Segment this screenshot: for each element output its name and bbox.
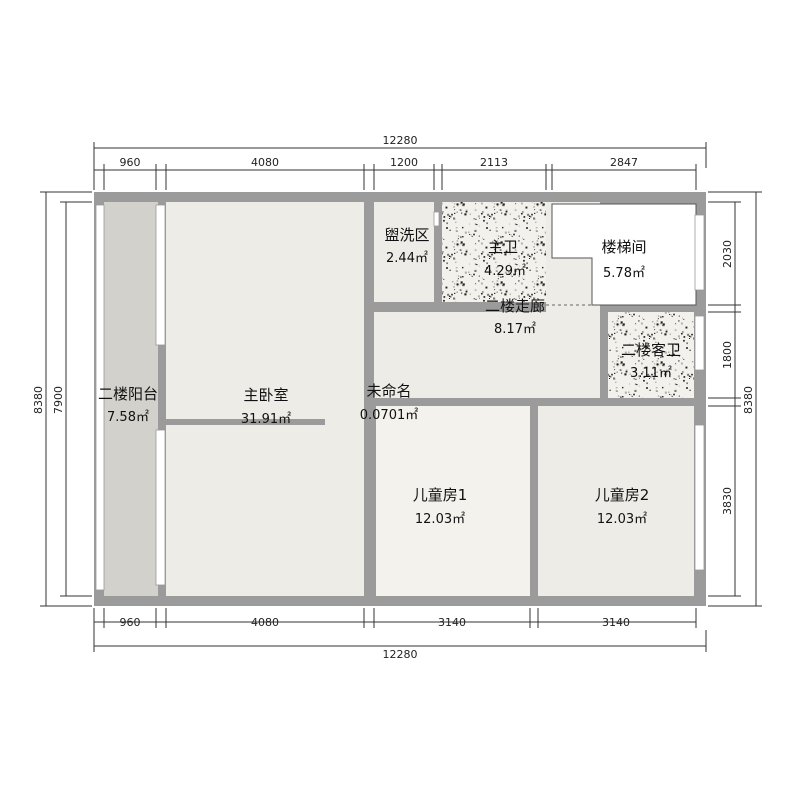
room-area: 2.44㎡: [386, 251, 428, 266]
dim-top-total: 12280: [383, 134, 418, 147]
room-corridor[interactable]: [374, 312, 600, 398]
dimension-lines: [40, 142, 762, 652]
room-name: 二楼客卫: [621, 341, 681, 359]
room-name: 主卧室: [243, 386, 288, 404]
dim-bottom-3: 3140: [438, 616, 466, 629]
room-guest-bath[interactable]: [608, 312, 694, 398]
dim-bottom-1: 960: [120, 616, 141, 629]
room-area: 12.03㎡: [597, 512, 647, 527]
dim-top-4: 2113: [480, 156, 508, 169]
room-area: 12.03㎡: [415, 512, 465, 527]
dim-right-outer: 8380: [742, 386, 755, 414]
dim-top-5: 2847: [610, 156, 638, 169]
window-right-2: [694, 315, 705, 371]
room-area: 3.11㎡: [630, 366, 672, 381]
room-balcony[interactable]: [104, 202, 158, 596]
room-name: 未命名: [366, 382, 411, 400]
room-area: 4.29㎡: [484, 264, 526, 279]
window-balcony-top: [155, 204, 166, 346]
room-area: 31.91㎡: [241, 412, 291, 427]
room-name: 盥洗区: [384, 226, 429, 244]
room-name: 二楼阳台: [98, 385, 158, 403]
room-area: 7.58㎡: [107, 410, 149, 425]
window-right-1: [694, 214, 705, 291]
dim-top-3: 1200: [390, 156, 418, 169]
room-master-bath[interactable]: [442, 202, 546, 302]
room-name: 二楼走廊: [485, 297, 545, 315]
dim-top-2: 4080: [251, 156, 279, 169]
room-name: 儿童房1: [413, 486, 468, 504]
dim-right-3: 3830: [721, 487, 734, 515]
room-washing-area[interactable]: [374, 202, 434, 302]
dim-bottom-2: 4080: [251, 616, 279, 629]
door-washing: [433, 211, 440, 227]
room-name: 儿童房2: [595, 486, 650, 504]
room-name: 主卫: [488, 238, 518, 256]
room-name: 楼梯间: [601, 238, 646, 256]
room-area: 8.17㎡: [494, 322, 536, 337]
dim-top-1: 960: [120, 156, 141, 169]
partition-wall: [166, 419, 325, 425]
room-area: 0.0701㎡: [360, 408, 419, 423]
room-master-bedroom[interactable]: [166, 202, 364, 596]
dim-left-outer: 8380: [32, 386, 45, 414]
dim-left-inner: 7900: [52, 386, 65, 414]
window-left: [95, 204, 105, 591]
window-right-3: [694, 424, 705, 571]
dim-right-2: 1800: [721, 341, 734, 369]
dim-bottom-4: 3140: [602, 616, 630, 629]
room-kids-2[interactable]: [538, 406, 694, 596]
dim-right-1: 2030: [721, 240, 734, 268]
room-labels: 二楼阳台 7.58㎡ 主卧室 31.91㎡ 盥洗区 2.44㎡ 主卫 4.29㎡…: [98, 226, 681, 527]
room-kids-1[interactable]: [376, 406, 530, 596]
dim-bottom-total: 12280: [383, 648, 418, 661]
window-balcony-bottom: [155, 429, 166, 586]
room-area: 5.78㎡: [603, 266, 645, 281]
room-staircase[interactable]: [551, 203, 697, 306]
